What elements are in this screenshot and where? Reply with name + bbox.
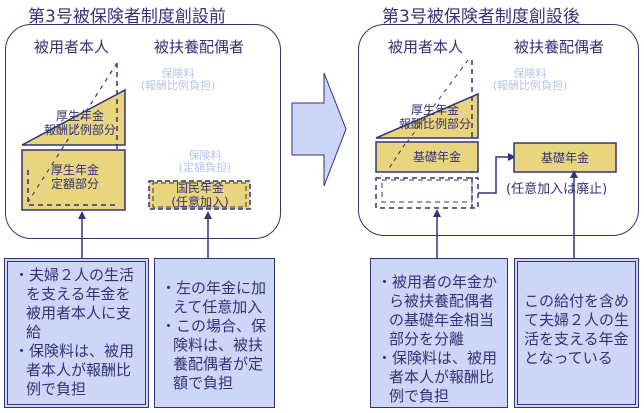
after-earnings-related-triangle	[375, 92, 479, 139]
premium-label: 保険料	[513, 67, 547, 80]
premium-label: 保険料	[188, 149, 222, 162]
after-basic-employee-label: 基礎年金	[412, 150, 461, 164]
after-voluntary-abolished-caption: (任意加入は廃止)	[506, 182, 608, 197]
before-premium-flat: 保険料 (定額負担)	[170, 150, 240, 174]
label-line: 厚生年金	[410, 103, 459, 117]
premium-label: 保険料	[161, 67, 195, 80]
before-flat-rate-box	[21, 149, 126, 211]
note-item: 左の年金に加えて任意加入	[161, 279, 268, 317]
label-line: 報酬比例部分	[43, 123, 116, 137]
after-separated-dashed-box	[375, 177, 479, 209]
label-line: 厚生年金	[55, 109, 104, 123]
before-earnings-related-label: 厚生年金報酬比例部分	[40, 106, 120, 140]
after-note-employee: 被用者の年金から被扶養配偶者の基礎年金相当部分を分離 保険料は、被用者本人が報酬…	[370, 258, 508, 408]
before-earnings-related-triangle	[21, 88, 126, 146]
before-note-spouse: 左の年金に加えて任意加入 この場合、保険料は、被扶養配偶者が定額で負担	[154, 258, 275, 408]
premium-type: (報酬比例負担)	[140, 79, 216, 92]
after-basic-spouse-box	[513, 142, 617, 173]
note-item: この場合、保険料は、被扶養配偶者が定額で負担	[161, 317, 268, 393]
after-title: 第3号被保険者制度創設後	[382, 7, 580, 27]
after-basic-spouse-label: 基礎年金	[540, 150, 589, 165]
premium-type: (報酬比例負担)	[492, 79, 568, 92]
before-title: 第3号被保険者制度創設前	[28, 7, 226, 27]
right-arrow-icon	[291, 72, 347, 187]
label-line: 定額部分	[50, 177, 99, 191]
before-note-employee: 夫婦２人の生活を支える年金を被用者本人に支給 保険料は、被用者本人が報酬比例で負…	[4, 258, 149, 408]
after-note-spouse: この給付を含めて夫婦２人の生活を支える年金となっている	[514, 258, 639, 408]
note-item: 夫婦２人の生活を支える年金を被用者本人に支給	[14, 266, 139, 342]
after-basic-employee-box	[375, 141, 479, 173]
before-national-pension-label: 国民年金(任意加入)	[150, 181, 250, 209]
after-col-spouse: 被扶養配偶者	[514, 38, 605, 56]
before-premium-proportional: 保険料 (報酬比例負担)	[134, 68, 222, 92]
note-item: 保険料は、被用者本人が報酬比例で負担	[14, 342, 139, 399]
label-line: 国民年金	[175, 181, 224, 195]
before-col-employee: 被用者本人	[34, 38, 110, 56]
after-earnings-related-label: 厚生年金報酬比例部分	[394, 100, 476, 134]
before-national-pension-box	[148, 180, 251, 210]
after-col-employee: 被用者本人	[388, 38, 464, 56]
before-flat-inner-dashed	[27, 170, 117, 206]
after-premium-proportional: 保険料 (報酬比例負担)	[486, 68, 574, 92]
before-col-spouse: 被扶養配偶者	[154, 38, 245, 56]
before-flat-rate-label: 厚生年金定額部分	[30, 160, 120, 194]
premium-type: (定額負担)	[178, 161, 232, 174]
after-panel	[358, 24, 639, 236]
label-line: 報酬比例部分	[398, 117, 471, 131]
note-item: 保険料は、被用者本人が報酬比例で負担	[377, 349, 501, 406]
label-line: (任意加入)	[171, 195, 229, 209]
after-transfer-connector	[478, 156, 512, 194]
label-line: 厚生年金	[50, 163, 99, 177]
note-item: 被用者の年金から被扶養配偶者の基礎年金相当部分を分離	[377, 273, 501, 349]
